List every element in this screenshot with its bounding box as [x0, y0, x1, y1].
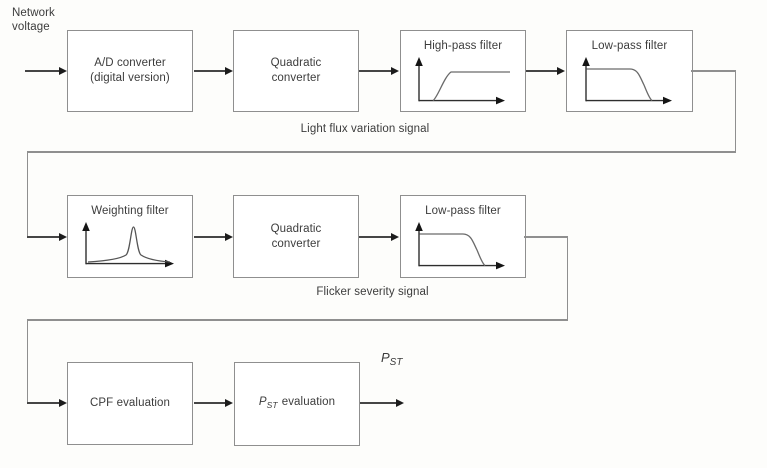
quadratic1-label-line2: converter [271, 72, 321, 84]
arrow-ad-to-quadratic1-shaft [194, 70, 226, 72]
input-arrow-shaft [25, 70, 60, 72]
low-pass-response-icon [415, 222, 505, 270]
output-arrow-head [396, 398, 404, 407]
flicker-severity-caption: Flicker severity signal [316, 286, 429, 298]
feedback1-segment-exit [691, 70, 736, 72]
feedback1-segment-down-right [734, 70, 736, 153]
pst-p-symbol: P [258, 396, 267, 408]
band-pass-response-icon [82, 222, 174, 268]
high-pass-response-icon [415, 57, 510, 105]
block-quadratic-converter-2: Quadratic converter [233, 195, 359, 278]
arrow-highpass-to-lowpass1-shaft [526, 70, 558, 72]
arrow-weighting-to-quadratic2-shaft [194, 236, 226, 238]
arrow-ad-to-quadratic1-head [225, 66, 233, 75]
quadratic2-label-line1: Quadratic [270, 222, 322, 235]
block-low-pass-filter-1: Low-pass filter [566, 30, 693, 112]
low-pass-filter-2-label: Low-pass filter [425, 205, 501, 217]
weighting-filter-label: Weighting filter [91, 205, 169, 217]
arrow-quadratic1-to-highpass-shaft [359, 70, 392, 72]
pst-rest-text: evaluation [281, 396, 336, 408]
quadratic1-label-line1: Quadratic [270, 57, 322, 69]
input-arrow-head [59, 66, 67, 75]
feedback2-segment-down-right [566, 236, 568, 321]
arrow-highpass-to-lowpass1-head [557, 66, 565, 75]
block-high-pass-filter: High-pass filter [400, 30, 526, 112]
block-quadratic-converter-1: Quadratic converter [233, 30, 359, 112]
arrow-cpf-to-pst-shaft [194, 402, 226, 404]
arrow-quadratic2-to-lowpass2-shaft [359, 236, 392, 238]
feedback1-arrow-head [59, 232, 67, 241]
pst-output-subscript: ST [389, 357, 403, 368]
arrow-weighting-to-quadratic2-head [225, 232, 233, 241]
low-pass-response-icon [581, 57, 672, 105]
feedback2-segment-down-left [26, 319, 28, 404]
feedback2-segment-across [26, 319, 568, 321]
feedback1-approach-shaft [27, 236, 60, 238]
network-voltage-label: Network voltage [12, 7, 55, 33]
pst-output-p-symbol: P [381, 350, 390, 365]
light-flux-variation-caption: Light flux variation signal [300, 123, 430, 135]
feedback1-segment-across [26, 151, 736, 153]
arrow-cpf-to-pst-head [225, 398, 233, 407]
quadratic2-label-line2: converter [271, 237, 321, 250]
ad-converter-label-line1: A/D converter [94, 57, 166, 69]
cpf-evaluation-label: CPF evaluation [89, 397, 171, 409]
arrow-quadratic1-to-highpass-head [391, 66, 399, 75]
pst-subscript: ST [266, 400, 278, 410]
output-arrow-shaft [360, 402, 397, 404]
low-pass-filter-1-label: Low-pass filter [591, 40, 668, 52]
arrow-quadratic2-to-lowpass2-head [391, 232, 399, 241]
block-cpf-evaluation: CPF evaluation [67, 362, 193, 445]
block-low-pass-filter-2: Low-pass filter [400, 195, 526, 278]
feedback2-segment-exit [524, 236, 568, 238]
pst-output-label: PST [381, 350, 402, 368]
ad-converter-label-line2: (digital version) [90, 72, 170, 84]
feedback1-segment-down-left [26, 151, 28, 238]
block-weighting-filter: Weighting filter [67, 195, 193, 278]
feedback2-arrow-head [59, 398, 67, 407]
block-ad-converter: A/D converter (digital version) [67, 30, 193, 112]
feedback2-approach-shaft [27, 402, 60, 404]
high-pass-filter-label: High-pass filter [423, 40, 503, 52]
